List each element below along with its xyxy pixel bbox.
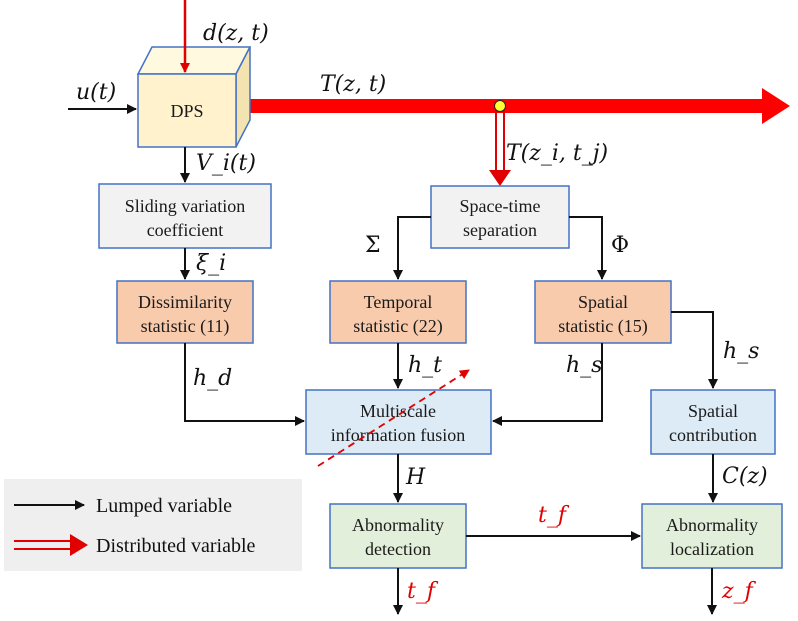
temporal-line2: statistic (22) bbox=[353, 316, 442, 337]
localization-box bbox=[641, 503, 783, 569]
hd-label: h_d bbox=[193, 366, 232, 391]
dissimilarity-box bbox=[116, 280, 254, 344]
H-label: H bbox=[405, 465, 426, 490]
dashed-red-arrow bbox=[317, 369, 470, 467]
localization-line2: localization bbox=[670, 539, 754, 559]
sampling-double-arrow bbox=[489, 108, 511, 186]
ht-label: h_t bbox=[408, 353, 442, 378]
localization-line1: Abnormality bbox=[666, 515, 758, 535]
fusion-box bbox=[305, 389, 492, 455]
temporal-box bbox=[329, 280, 467, 344]
sliding-line2: coefficient bbox=[147, 220, 224, 240]
spatial-contribution-line2: contribution bbox=[669, 425, 757, 445]
phi-branch bbox=[569, 216, 607, 280]
legend-lumped-label: Lumped variable bbox=[96, 495, 232, 517]
output-field-label: T(z, t) bbox=[320, 72, 386, 97]
fusion-line1: Multiscale bbox=[360, 401, 436, 421]
space-time-line2: separation bbox=[463, 220, 537, 240]
spatial-line1: Spatial bbox=[578, 292, 628, 312]
legend-box bbox=[4, 479, 302, 571]
hs-left-arrow bbox=[492, 343, 603, 426]
sigma-branch bbox=[393, 216, 431, 280]
spatial-contribution-line1: Spatial bbox=[688, 401, 738, 421]
temporal-line1: Temporal bbox=[364, 292, 433, 312]
legend-distributed-label: Distributed variable bbox=[96, 535, 256, 557]
sliding-box bbox=[98, 183, 272, 249]
hs-right-arrow bbox=[671, 311, 718, 389]
disturbance-label: d(z, t) bbox=[203, 21, 269, 46]
xi-label: ξ_i bbox=[196, 251, 226, 276]
sigma-label: Σ bbox=[365, 233, 381, 258]
hs-right-label: h_s bbox=[723, 339, 759, 364]
hs-left-label: h_s bbox=[566, 353, 602, 378]
dissimilarity-line2: statistic (11) bbox=[141, 316, 230, 337]
dissimilarity-line1: Dissimilarity bbox=[138, 292, 232, 312]
legend-distributed-arrow bbox=[14, 534, 88, 556]
spatial-line2: statistic (15) bbox=[558, 316, 647, 337]
zf-out-label: z_f bbox=[721, 579, 757, 604]
sample-point bbox=[494, 100, 506, 112]
space-time-line1: Space-time bbox=[460, 196, 541, 216]
phi-label: Φ bbox=[611, 233, 629, 258]
detection-line1: Abnormality bbox=[352, 515, 444, 535]
spatial-box bbox=[534, 280, 672, 344]
spatial-contribution-box bbox=[650, 389, 776, 455]
dps-cube bbox=[136, 46, 252, 148]
input-label: u(t) bbox=[76, 80, 116, 105]
sampled-label: T(z_i, t_j) bbox=[506, 141, 608, 166]
detection-line2: detection bbox=[365, 539, 431, 559]
detection-box bbox=[329, 503, 467, 569]
dps-label: DPS bbox=[170, 101, 203, 121]
tf-out-label: t_f bbox=[407, 579, 439, 604]
cz-label: C(z) bbox=[722, 464, 768, 489]
fusion-line2: information fusion bbox=[331, 425, 465, 445]
hd-arrow bbox=[184, 343, 305, 426]
sliding-line1: Sliding variation bbox=[125, 196, 246, 216]
vi-label: V_i(t) bbox=[196, 151, 256, 176]
tf-mid-label: t_f bbox=[538, 503, 570, 528]
